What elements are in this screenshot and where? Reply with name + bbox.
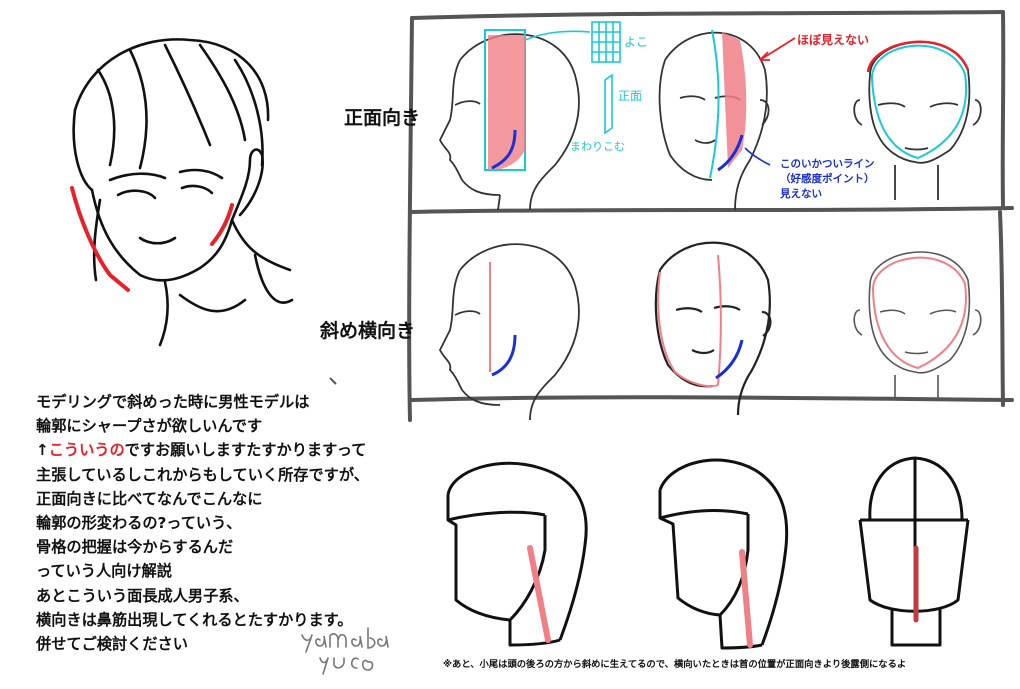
helmet-side-neck-pink (527, 545, 551, 643)
row2-tq-pink-line (717, 254, 722, 386)
body-line-7: 骨格の把握は今からするんだ (36, 538, 234, 557)
row-label-front: 正面向き (344, 107, 421, 129)
row1-front-red-cap (866, 40, 970, 73)
helmet-three-quarter (658, 458, 789, 650)
row1-head-three-quarter (658, 31, 770, 211)
row2-tq-jaw-blue (715, 339, 744, 380)
annotation-jaw-line-2: （好感度ポイント） (780, 173, 875, 185)
annotation-side: よこ (624, 35, 648, 49)
annotation-jaw-line-1: このいかついライン (780, 158, 875, 170)
annotation-jaw-line-3: 見えない (780, 188, 822, 200)
body-line-2: 輪郭にシャープさが欲しいんです (36, 417, 263, 436)
body-line-10: 横向きは鼻筋出現してくれるとたすかります。 (36, 610, 353, 629)
body-line-3-rest: ですお願いしますたすかりますって (124, 441, 367, 460)
small-mark (329, 377, 337, 385)
row1-tq-jaw-blue (717, 134, 744, 172)
body-line-3-arrow: ↑ (36, 441, 49, 460)
row2-tq-pink-outline (657, 271, 719, 388)
row1-side-jaw-blue (491, 129, 517, 170)
row2-head-side (438, 243, 580, 421)
body-line-5: 正面向きに比べてなんでこんなに (36, 489, 263, 508)
helmet-side (446, 461, 588, 647)
row1-head-side (438, 33, 580, 211)
arrow-hardly-visible-head (759, 51, 770, 61)
body-line-1: モデリングで斜めった時に男性モデルは (36, 393, 310, 411)
row1-grid-diagram (524, 21, 621, 135)
signature-drawing (301, 627, 389, 675)
annotation-face: 正面 (618, 89, 642, 103)
body-line-3: ↑こういうのですお願いしますたすかりますって (36, 438, 456, 462)
row2-head-front (853, 251, 982, 400)
body-line-3-highlight: こういうの (48, 441, 125, 460)
footnote: ※あと、小尾は頭の後ろの方から斜めに生えてるので、横向いたときは首の位置が正面向… (443, 659, 907, 670)
jaw-highlight-left (70, 186, 130, 292)
arrow-hardly-visible (759, 37, 796, 61)
arrow-jaw-line (744, 147, 771, 166)
explanation-text: モデリングで斜めった時に男性モデルは 輪郭にシャープさが欲しいんです ↑こういう… (36, 390, 456, 656)
row2-head-three-quarter (654, 241, 772, 416)
jaw-highlight-right (210, 203, 234, 246)
body-line-8: っていう人向け解説 (36, 562, 172, 581)
row2-side-jaw-blue (491, 334, 517, 377)
body-line-4: 主張しているしこれからもしていく所存ですが、 (36, 465, 369, 484)
helmet-tq-neck-pink (739, 549, 753, 648)
row1-tq-cyan-outline (709, 29, 720, 179)
annotation-around: まわりこむ (570, 140, 625, 153)
row1-side-red-band (488, 35, 525, 170)
body-line-9: あとこういう面長成人男子系、 (36, 586, 249, 605)
row2-front-pink-outline (871, 256, 967, 370)
annotation-jaw-line: このいかついライン （好感度ポイント） 見えない (780, 157, 875, 202)
row-label-diagonal: 斜め横向き (320, 320, 416, 342)
anime-male-head-drawing (72, 38, 294, 347)
sketch-frame (407, 10, 1014, 422)
body-line-11: 併せてご検討ください (36, 635, 188, 654)
row1-front-cyan-outline (871, 44, 967, 160)
annotation-hardly-visible: ほぼ見えない (797, 33, 870, 47)
row1-tq-red-band (722, 32, 747, 168)
body-line-6: 輪郭の形変わるの?っていう、 (36, 514, 242, 533)
